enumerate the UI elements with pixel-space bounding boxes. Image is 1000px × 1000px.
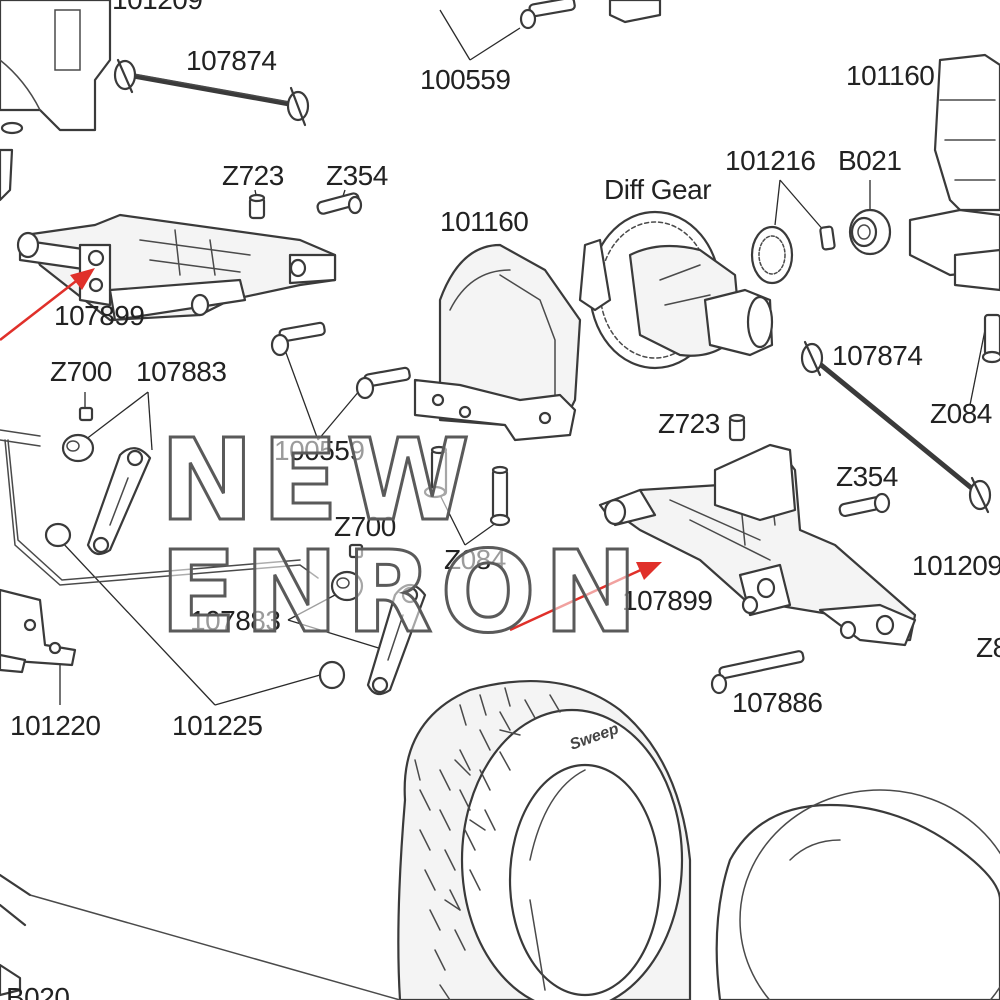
pinion-gear [750, 225, 836, 285]
label-dogbone-top: 107874 [186, 45, 277, 76]
bearing-left [248, 193, 266, 220]
bearing-center [728, 413, 746, 442]
rear-tire: Sweep [397, 680, 692, 1000]
label-ball-center: Z700 [334, 511, 396, 542]
label-arm-left: 107899 [54, 300, 145, 331]
indicator-arrow-right [509, 562, 662, 632]
label-bottom-left-partial: B020 [6, 982, 70, 1000]
leader-lines [59, 9, 986, 706]
label-pin-center: Z354 [836, 461, 898, 492]
linkage-center [366, 583, 427, 696]
label-top-left-partial: 101209 [112, 0, 203, 14]
pin-left [316, 192, 363, 215]
bushing-center [330, 570, 364, 602]
label-pin-left: Z354 [326, 160, 388, 191]
bearing-b021 [848, 208, 892, 256]
label-arm-right: 107899 [622, 585, 713, 616]
tire-tread [414, 687, 561, 1000]
label-link-left: 107883 [136, 356, 227, 387]
label-pinion: 101216 [725, 145, 816, 176]
gear-cover-top-right [908, 53, 1000, 292]
label-bushing: 101225 [172, 710, 263, 741]
watermark: NEW ENRON [159, 416, 646, 658]
post-101220 [0, 522, 77, 674]
bushing-left-upper [61, 433, 95, 463]
hinge-pin [710, 650, 805, 695]
label-ball-left: Z700 [50, 356, 112, 387]
indicator-arrow-left [0, 268, 95, 341]
label-hinge-pin: 107886 [732, 687, 823, 718]
label-screw-center: 100559 [274, 435, 365, 466]
label-bearing-center: Z723 [658, 408, 720, 439]
label-bearing-left: Z723 [222, 160, 284, 191]
label-bearing-b021: B021 [838, 145, 902, 176]
ball-center [348, 543, 364, 559]
label-z084-center: Z084 [444, 544, 506, 575]
pin-z084-center [423, 445, 511, 527]
label-diff-gear: Diff Gear [604, 174, 712, 205]
screw-top [519, 0, 576, 30]
label-right-edge-mid: 101209 [912, 550, 1000, 581]
label-gear-cover-center: 101160 [440, 206, 529, 237]
tire-insert [715, 789, 1000, 1000]
upright-housing-partial [0, 0, 112, 202]
label-z084-right: Z084 [930, 398, 992, 429]
bracket-top [608, 0, 662, 24]
chassis-brace-bottom-left [0, 873, 401, 1000]
pin-center [838, 492, 891, 518]
label-gear-cover-top-right: 101160 [846, 60, 935, 91]
suspension-arm-right [598, 443, 917, 647]
diff-gear [578, 210, 774, 370]
dogbone-right [800, 340, 992, 514]
dogbone-top-left [113, 58, 310, 127]
linkage-left [86, 447, 152, 556]
sway-bar [0, 429, 319, 586]
screw-left-lower [355, 366, 411, 400]
label-right-edge-low: Z8 [976, 632, 1000, 663]
label-dogbone-right: 107874 [832, 340, 923, 371]
gear-cover-center [413, 243, 582, 442]
ball-left [78, 406, 94, 422]
suspension-arm-left [16, 213, 337, 322]
label-post: 101220 [10, 710, 101, 741]
bolt-right-edge [981, 313, 1000, 364]
label-screw-top: 100559 [420, 64, 511, 95]
bushing-lower [318, 660, 346, 690]
label-link-center: 107883 [190, 605, 281, 636]
screw-left-upper [270, 321, 326, 357]
